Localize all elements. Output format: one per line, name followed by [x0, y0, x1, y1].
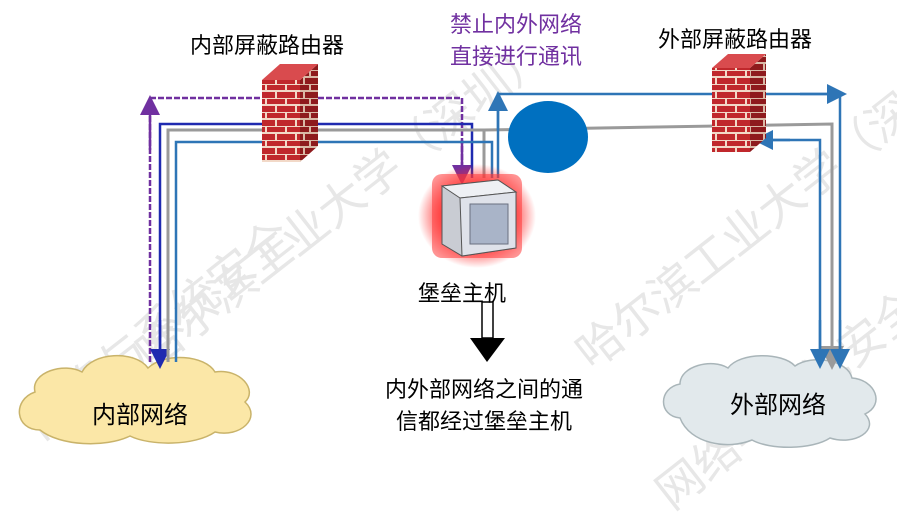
ban-label-line-1: 禁止内外网络	[450, 13, 583, 38]
outer-router-label: 外部屏蔽路由器	[658, 28, 813, 53]
inner-router-label: 内部屏蔽路由器	[190, 34, 345, 59]
blue-route-line-inner	[174, 140, 494, 362]
inner-router-firewall-icon	[262, 64, 318, 162]
gray-route-line-inner	[166, 128, 486, 362]
pass-label-line-2: 信都经过堡垒主机	[396, 410, 573, 435]
ban-label-line-2: 直接进行通讯	[450, 45, 583, 70]
blue-route-line-outer	[496, 92, 842, 362]
pass-label-line-1: 内外部网络之间的通	[385, 378, 584, 403]
outer-router-firewall-icon	[712, 54, 766, 152]
down-arrow-icon	[470, 301, 505, 362]
outer-network-label: 外部网络	[730, 391, 826, 419]
bastion-host-icon	[418, 164, 536, 268]
network-diagram	[18, 54, 877, 448]
gray-route-line-outer	[483, 122, 834, 362]
blocker-circle	[508, 101, 588, 173]
inner-network-label: 内部网络	[92, 401, 188, 429]
bastion-pass-through-label: 内外部网络之间的通 信都经过堡垒主机	[385, 375, 583, 439]
inner-network-cloud	[18, 355, 252, 445]
bastion-host-label: 堡垒主机	[418, 282, 507, 307]
direct-communication-ban-label: 禁止内外网络 直接进行通讯	[450, 10, 582, 74]
outer-network-cloud	[662, 355, 877, 448]
blue-route-line-return	[760, 138, 822, 362]
